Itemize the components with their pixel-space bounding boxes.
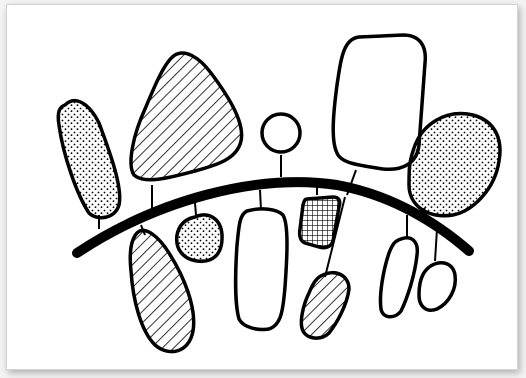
narrow-oval-right: [380, 238, 417, 317]
small-oval-right: [419, 263, 455, 310]
stippled-blob-right: [409, 114, 500, 216]
stalk-12: [435, 229, 437, 261]
image-card: [6, 4, 518, 370]
stalk-8: [260, 190, 261, 210]
small-circle: [262, 114, 300, 152]
hatched-small-shape: [301, 273, 349, 338]
large-rounded-rect: [333, 35, 425, 169]
stippled-small-oval: [177, 215, 222, 261]
crosshatched-square: [300, 197, 340, 248]
shapes: [58, 35, 500, 352]
membrane-diagram: [7, 5, 519, 371]
stippled-oval-left: [58, 101, 119, 218]
tall-rounded-rect: [236, 209, 287, 330]
stalk-7: [195, 203, 196, 215]
hatched-triangle: [131, 53, 242, 180]
